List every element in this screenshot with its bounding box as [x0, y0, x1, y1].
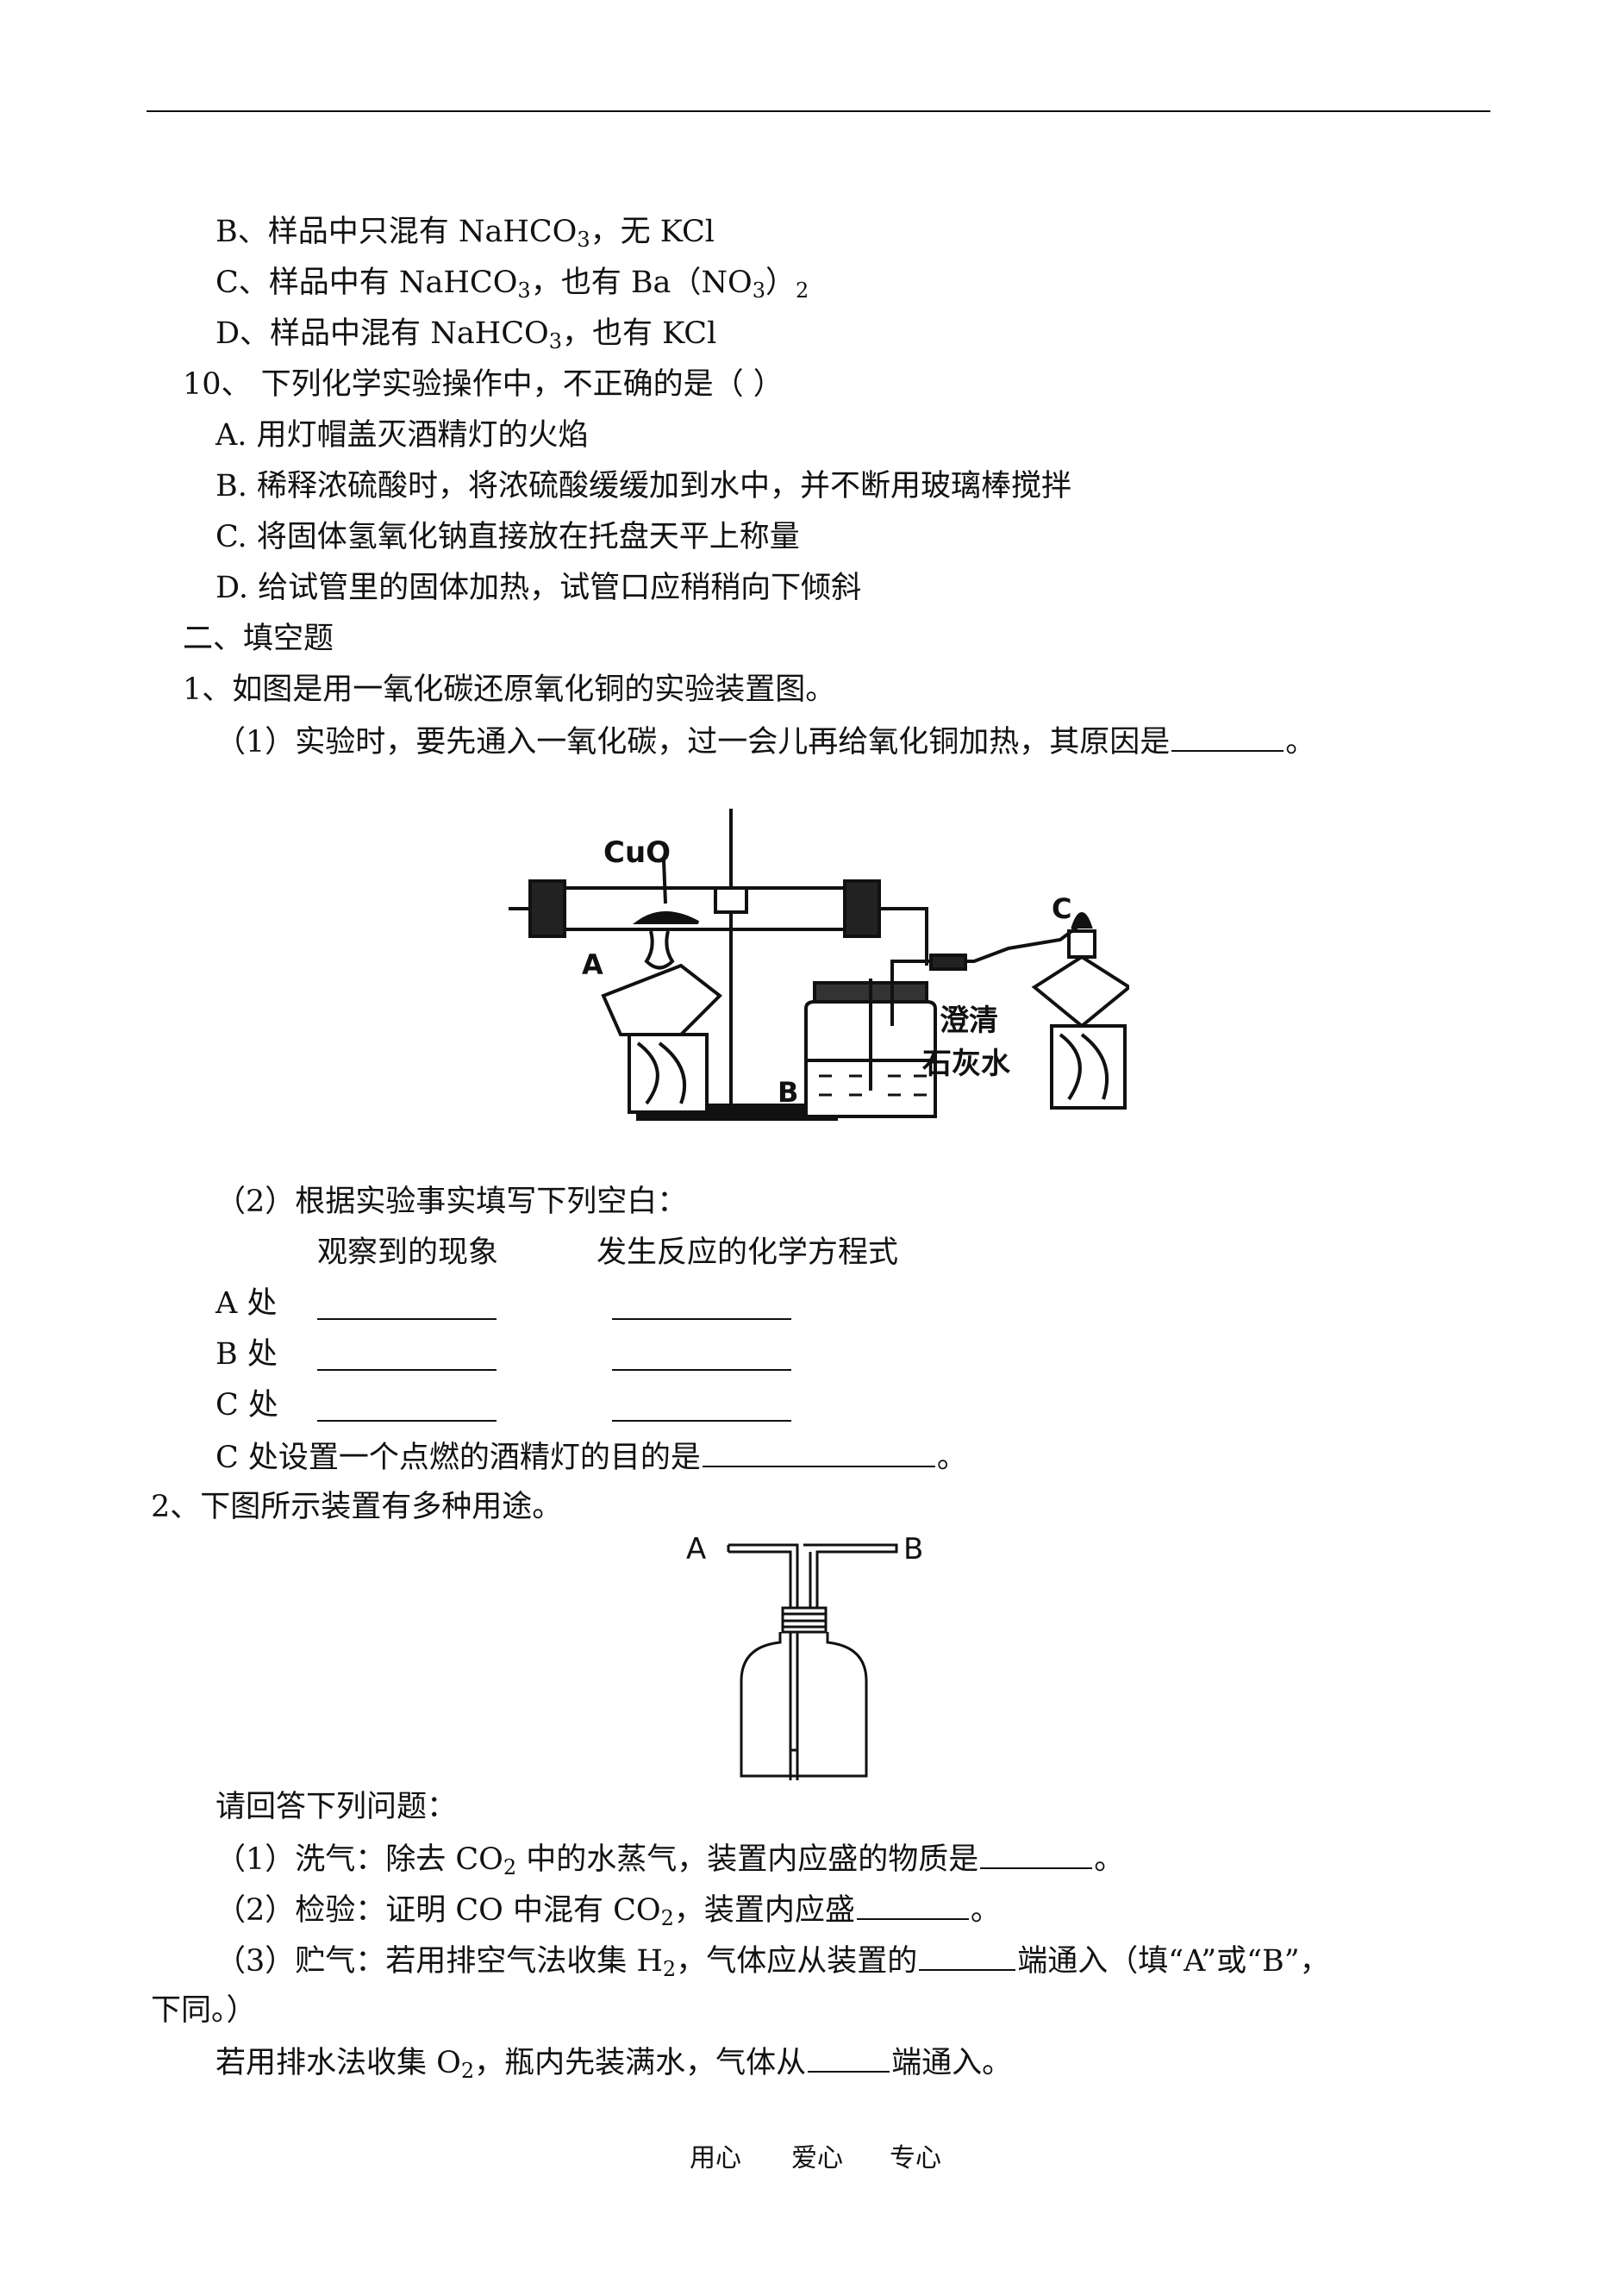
gas-bottle-figure: A B [686, 1532, 923, 1780]
q9-c-text: C、样品中有 NaHCO [215, 266, 518, 300]
q9-c-sub: 3 [517, 278, 531, 303]
s2-q2-s1-text: （1）洗气：除去 CO [215, 1842, 503, 1877]
footer-word-3: 专心 [890, 2143, 941, 2173]
q10-option-b: B. 稀释浓硫酸时，将浓硫酸缓缓加到水中，并不断用玻璃棒搅拌 [215, 469, 1071, 503]
row-a-label: A 处 [215, 1286, 278, 1321]
s2-q1-p3-text: C 处设置一个点燃的酒精灯的目的是 [215, 1441, 701, 1475]
footer-word-2: 爱心 [791, 2143, 843, 2173]
label-cuo: CuO [603, 835, 671, 870]
answer-blank[interactable] [980, 1838, 1093, 1869]
s2-q2-sub3-cont: 下同。） [151, 1993, 257, 2028]
q9-option-d: D、样品中混有 NaHCO3，也有 KCl [215, 314, 716, 353]
s2-q2-s2-post: ，装置内应盛 [673, 1893, 855, 1928]
header-rule [147, 110, 1490, 112]
s2-q2-s4-text: 若用排水法收集 O [215, 2046, 461, 2080]
s2-q2-s3-end: 端通入（填“A”或“B”， [1017, 1944, 1330, 1979]
s2-q2-s3-text: （3）贮气：若用排空气法收集 H [215, 1944, 663, 1979]
s2-q1-part2: （2）根据实验事实填写下列空白： [215, 1185, 688, 1219]
s2-q2-sub2: （2）检验：证明 CO 中混有 CO2，装置内应盛 。 [215, 1889, 1001, 1930]
s2-q2-s4-end: 端通入。 [891, 2046, 1013, 2080]
q9-d-text: D、样品中混有 NaHCO [215, 316, 549, 351]
q9-c-post: ） [765, 266, 796, 300]
label-b: B [778, 1076, 798, 1109]
q10-option-d: D. 给试管里的固体加热，试管口应稍稍向下倾斜 [215, 571, 862, 605]
row-b-observe-blank[interactable] [317, 1367, 497, 1371]
label-limewater-2: 石灰水 [921, 1047, 1011, 1081]
s2-q2-s1-end: 。 [1094, 1842, 1125, 1877]
label-a: A [582, 948, 603, 981]
q10-stem: 10、 下列化学实验操作中，不正确的是（ ） [183, 367, 784, 402]
s2-q2-ask: 请回答下列问题： [215, 1790, 458, 1824]
s2-q2-s2-sub: 2 [660, 1906, 674, 1930]
q9-d-sub: 3 [548, 329, 562, 353]
co-reduction-apparatus-figure: CuO A B C 澄清 石灰水 [509, 809, 1129, 1121]
q10-option-c: C. 将固体氢氧化钠直接放在托盘天平上称量 [215, 520, 800, 554]
s2-q2-s2-end: 。 [970, 1893, 1001, 1928]
s2-q2-sub4: 若用排水法收集 O2，瓶内先装满水，气体从 端通入。 [215, 2042, 1012, 2083]
s2-q2-s1-sub: 2 [503, 1855, 517, 1879]
section-title: 二、填空题 [183, 622, 334, 656]
s2-q1-p3-end: 。 [936, 1441, 967, 1475]
s2-q2-sub1: （1）洗气：除去 CO2 中的水蒸气，装置内应盛的物质是 。 [215, 1838, 1124, 1879]
q9-c-sub2: 3 [752, 278, 766, 303]
label-c: C [1052, 892, 1071, 925]
q10-option-a: A. 用灯帽盖灭酒精灯的火焰 [215, 418, 589, 453]
q9-b-post: ，无 KCl [590, 215, 715, 249]
col-header-equation: 发生反应的化学方程式 [597, 1235, 899, 1270]
answer-blank[interactable] [702, 1436, 935, 1467]
s2-q1-p1-text: （1）实验时，要先通入一氧化碳，过一会儿再给氧化铜加热，其原因是 [215, 725, 1171, 760]
s2-q2-s3-post: ，气体应从装置的 [676, 1944, 918, 1979]
q9-c-mid: ，也有 Ba（NO [530, 266, 753, 300]
row-a-observe-blank[interactable] [317, 1316, 497, 1320]
q9-option-b: B、样品中只混有 NaHCO3，无 KCl [215, 212, 715, 252]
row-c-observe-blank[interactable] [317, 1418, 497, 1422]
q9-b-sub: 3 [577, 228, 590, 252]
footer-word-1: 用心 [690, 2143, 741, 2173]
s2-q1-p1-end: 。 [1285, 725, 1316, 760]
label-b: B [903, 1532, 923, 1566]
s2-q2-s3-sub: 2 [662, 1957, 677, 1981]
label-limewater-1: 澄清 [940, 1004, 998, 1038]
s2-q2-s1-post: 中的水蒸气，装置内应盛的物质是 [516, 1842, 979, 1877]
s2-q1-part3: C 处设置一个点燃的酒精灯的目的是 。 [215, 1436, 967, 1478]
s2-q1-part1: （1）实验时，要先通入一氧化碳，过一会儿再给氧化铜加热，其原因是 。 [215, 721, 1315, 762]
q9-option-c: C、样品中有 NaHCO3，也有 Ba（NO3）2 [215, 263, 809, 303]
row-c-label: C 处 [215, 1388, 278, 1423]
answer-blank[interactable] [919, 1940, 1016, 1971]
answer-blank[interactable] [1171, 721, 1284, 752]
s2-q2-s4-post: ，瓶内先装满水，气体从 [474, 2046, 807, 2080]
answer-blank[interactable] [856, 1889, 969, 1920]
s2-q2-s4-sub: 2 [460, 2059, 475, 2083]
s2-q2-stem: 2、下图所示装置有多种用途。 [151, 1490, 563, 1524]
row-b-label: B 处 [215, 1337, 278, 1372]
row-b-equation-blank[interactable] [612, 1367, 791, 1371]
q9-b-text: B、样品中只混有 NaHCO [215, 215, 578, 249]
row-a-equation-blank[interactable] [612, 1316, 791, 1320]
col-header-observe: 观察到的现象 [317, 1235, 499, 1270]
s2-q2-s2-text: （2）检验：证明 CO 中混有 CO [215, 1893, 661, 1928]
label-a: A [686, 1532, 706, 1566]
s2-q2-sub3: （3）贮气：若用排空气法收集 H2，气体应从装置的 端通入（填“A”或“B”， [215, 1940, 1330, 1981]
q9-d-post: ，也有 KCl [561, 316, 717, 351]
answer-blank[interactable] [808, 2042, 890, 2073]
q9-c-sub3: 2 [796, 278, 809, 303]
row-c-equation-blank[interactable] [612, 1418, 791, 1422]
s2-q1-stem: 1、如图是用一氧化碳还原氧化铜的实验装置图。 [183, 672, 836, 707]
